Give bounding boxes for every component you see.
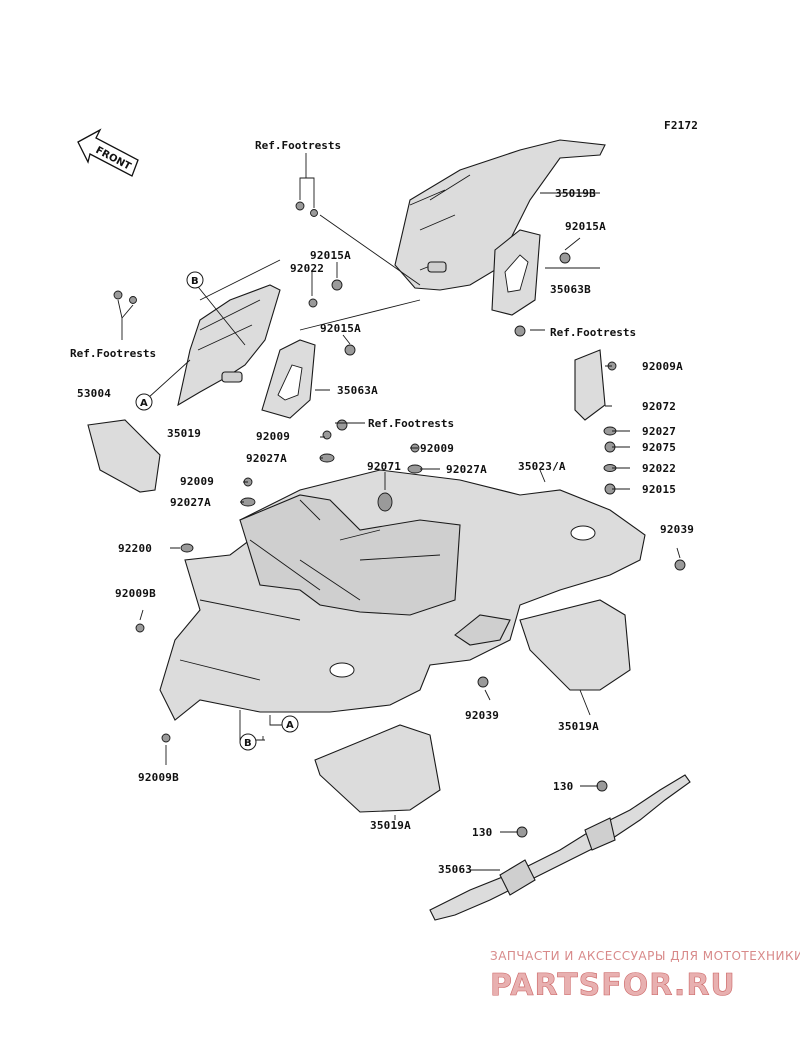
label-35019A-right: 35019A bbox=[558, 720, 599, 733]
nut-icon bbox=[344, 344, 356, 356]
label-130-b: 130 bbox=[472, 826, 492, 839]
washer-icon bbox=[180, 543, 194, 553]
clip-icon bbox=[674, 559, 686, 571]
label-92015A-lower: 92015A bbox=[320, 322, 361, 335]
clip-icon bbox=[477, 676, 489, 688]
bolt-icon bbox=[596, 780, 608, 792]
label-92009-c: 92009 bbox=[180, 475, 214, 488]
callout-a-top: A bbox=[135, 393, 153, 411]
lower-bracket-part bbox=[429, 774, 691, 921]
label-92009-a: 92009 bbox=[256, 430, 290, 443]
nut-icon bbox=[336, 419, 348, 431]
label-35019B: 35019B bbox=[555, 187, 596, 200]
svg-text:A: A bbox=[140, 398, 148, 409]
bolt-icon bbox=[516, 826, 528, 838]
label-ref-footrests-top: Ref.Footrests bbox=[255, 139, 341, 152]
label-92022-right: 92022 bbox=[642, 462, 676, 475]
label-92072: 92072 bbox=[642, 400, 676, 413]
small-bracket-part bbox=[574, 349, 606, 421]
mud-flap-part bbox=[87, 419, 161, 493]
label-92015A-upper: 92015A bbox=[310, 249, 351, 262]
label-130-a: 130 bbox=[553, 780, 573, 793]
label-35063B: 35063B bbox=[550, 283, 591, 296]
side-flap-left-part bbox=[314, 724, 441, 813]
label-92015: 92015 bbox=[642, 483, 676, 496]
label-53004: 53004 bbox=[77, 387, 111, 400]
grommet-icon bbox=[377, 492, 393, 512]
label-92009A: 92009A bbox=[642, 360, 683, 373]
callout-b-top: B bbox=[186, 271, 204, 289]
bolt-icon bbox=[295, 201, 305, 211]
hardware-icons bbox=[113, 201, 686, 838]
washer-icon bbox=[308, 298, 318, 308]
svg-text:B: B bbox=[191, 276, 199, 287]
label-92027: 92027 bbox=[642, 425, 676, 438]
bolt-icon bbox=[113, 290, 123, 300]
rear-fender-left-part bbox=[177, 284, 281, 407]
bolt-icon bbox=[161, 733, 171, 743]
label-92027A-b: 92027A bbox=[446, 463, 487, 476]
washer-icon bbox=[129, 296, 137, 304]
callout-b-bottom: B bbox=[239, 733, 257, 751]
nut-icon bbox=[559, 252, 571, 264]
nut-icon bbox=[331, 279, 343, 291]
rear-body-part bbox=[159, 469, 646, 721]
label-92009-b: 92009 bbox=[420, 442, 454, 455]
bracket-left-part bbox=[261, 339, 316, 419]
callout-a-bottom: A bbox=[281, 715, 299, 733]
label-92009B-top: 92009B bbox=[115, 587, 156, 600]
label-92027A-c: 92027A bbox=[170, 496, 211, 509]
label-35019A-bottom: 35019A bbox=[370, 819, 411, 832]
label-ref-footrests-left: Ref.Footrests bbox=[70, 347, 156, 360]
label-92200: 92200 bbox=[118, 542, 152, 555]
watermark: ЗАПЧАСТИ И АКСЕССУАРЫ ДЛЯ МОТОТЕХНИКИ PA… bbox=[490, 949, 800, 1003]
svg-text:B: B bbox=[244, 738, 252, 749]
svg-text:A: A bbox=[286, 720, 294, 731]
label-92075: 92075 bbox=[642, 441, 676, 454]
label-ref-footrests-right: Ref.Footrests bbox=[550, 326, 636, 339]
part-labels: Ref.Footrests 35019B 92015A 35063B Ref.F… bbox=[70, 139, 694, 876]
bracket-right-part bbox=[491, 229, 541, 316]
label-92071: 92071 bbox=[367, 460, 401, 473]
label-92015A-right: 92015A bbox=[565, 220, 606, 233]
label-92039-right: 92039 bbox=[660, 523, 694, 536]
label-92027A-a: 92027A bbox=[246, 452, 287, 465]
front-arrow-icon: FRONT bbox=[77, 128, 139, 177]
bolt-icon bbox=[135, 623, 145, 633]
label-92009B-bottom: 92009B bbox=[138, 771, 179, 784]
label-92022-left: 92022 bbox=[290, 262, 324, 275]
watermark-logo: PARTSFOR.RU bbox=[490, 968, 736, 1003]
label-ref-footrests-mid: Ref.Footrests bbox=[368, 417, 454, 430]
rear-fender-right-part bbox=[394, 139, 606, 291]
side-flap-right-part bbox=[519, 599, 631, 691]
figure-code: F2172 bbox=[664, 119, 698, 132]
bolt-icon bbox=[322, 430, 332, 440]
label-35063A: 35063A bbox=[337, 384, 378, 397]
label-35019: 35019 bbox=[167, 427, 201, 440]
washer-icon bbox=[407, 464, 423, 474]
watermark-tagline: ЗАПЧАСТИ И АКСЕССУАРЫ ДЛЯ МОТОТЕХНИКИ bbox=[490, 949, 800, 963]
nut-icon bbox=[514, 325, 526, 337]
label-35023A: 35023/A bbox=[518, 460, 566, 473]
leader-lines bbox=[117, 153, 681, 871]
label-35063: 35063 bbox=[438, 863, 472, 876]
label-92039-bottom: 92039 bbox=[465, 709, 499, 722]
washer-icon bbox=[310, 209, 318, 217]
